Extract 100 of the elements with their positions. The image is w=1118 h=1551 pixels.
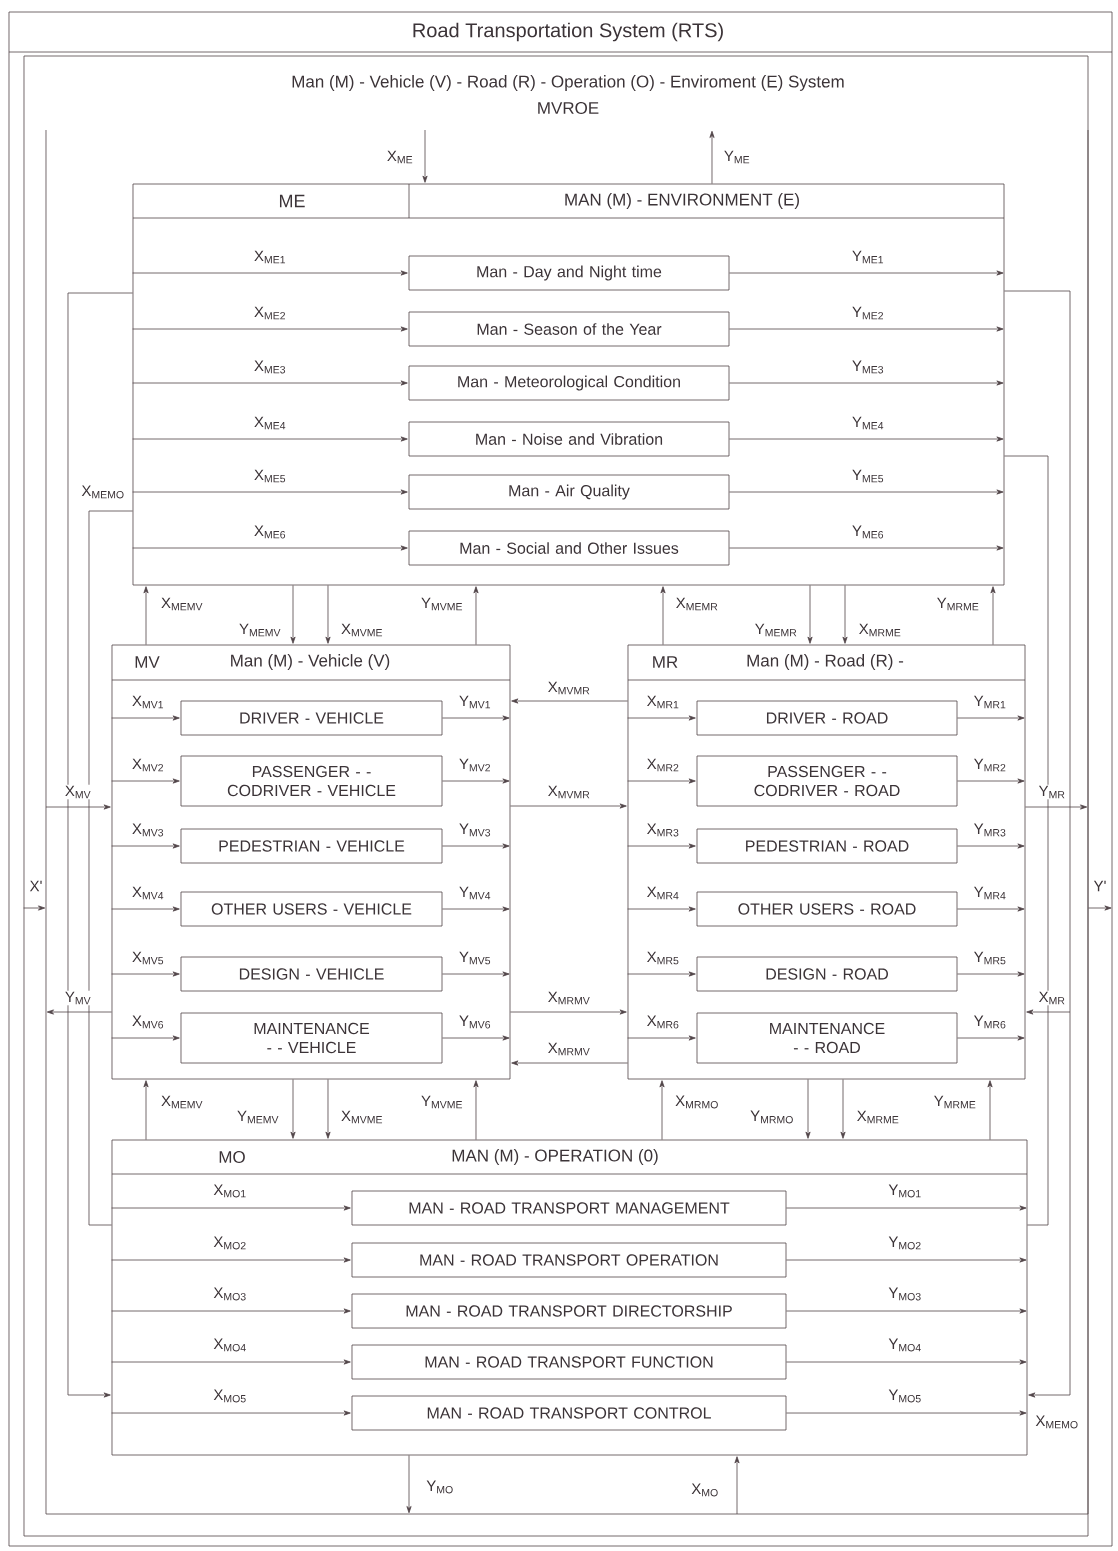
edge-label: X$_{ME6}$ — [252, 524, 288, 540]
edge-label: Y$_{MR6}$ — [972, 1014, 1008, 1030]
process-box: PASSENGER - - CODRIVER - ROAD — [696, 755, 958, 807]
edge-label: Y$_{MRME}$ — [935, 596, 981, 612]
edge-label: X$_{MVMR}$ — [546, 680, 592, 696]
edge-label: X$_{MV6}$ — [130, 1014, 166, 1030]
edge-label: X$_{MV3}$ — [130, 822, 166, 838]
arrow — [325, 1079, 331, 1139]
process-box: MAINTENANCE - - VEHICLE — [180, 1012, 443, 1064]
edge-label: X$_{MRMV}$ — [546, 990, 592, 1006]
edge-label: Y$_{MO3}$ — [887, 1286, 923, 1302]
edge-label: X' — [28, 879, 44, 893]
edge-label: Y$_{MRMO}$ — [749, 1109, 795, 1125]
arrow — [290, 1079, 296, 1139]
process-box: MAN - ROAD TRANSPORT FUNCTION — [351, 1344, 787, 1380]
edge-label: X$_{MR6}$ — [645, 1014, 681, 1030]
arrow — [111, 1308, 351, 1314]
edge-label: Y$_{ME}$ — [722, 149, 752, 165]
edge-label: Y$_{MV}$ — [63, 990, 93, 1006]
edge-label: X$_{MRMO}$ — [674, 1094, 720, 1110]
arrow — [729, 380, 1004, 386]
edge-label: Y$_{MEMV}$ — [236, 1109, 280, 1125]
edge-label: Y$_{MR1}$ — [972, 694, 1008, 710]
edge-label: Y$_{MVME}$ — [420, 596, 464, 612]
arrow — [627, 778, 696, 784]
arrow — [45, 804, 111, 810]
arrow — [1026, 1009, 1071, 1015]
edge-label: Y$_{ME2}$ — [850, 305, 886, 321]
edge-label: X$_{MO5}$ — [212, 1388, 248, 1404]
arrow — [627, 843, 696, 849]
arrow — [132, 380, 408, 386]
edge-label: X$_{MV2}$ — [130, 757, 166, 773]
edge-label: X$_{MR}$ — [1037, 990, 1067, 1006]
edge-label: X$_{MRME}$ — [857, 622, 903, 638]
edge-label: X$_{ME2}$ — [252, 305, 288, 321]
arrow — [46, 1009, 112, 1015]
arrow — [786, 1308, 1027, 1314]
edge-label: Y$_{MO2}$ — [887, 1235, 923, 1251]
edge-label: X$_{MO3}$ — [212, 1286, 248, 1302]
arrow — [957, 971, 1025, 977]
process-box: DESIGN - VEHICLE — [180, 956, 443, 992]
arrow — [143, 586, 149, 645]
arrow — [842, 585, 848, 644]
process-box: DRIVER - VEHICLE — [180, 700, 443, 736]
edge-label: Y$_{MO4}$ — [887, 1337, 923, 1353]
arrow — [406, 1455, 412, 1514]
edge-label: X$_{MV5}$ — [130, 950, 166, 966]
arrow — [111, 843, 180, 849]
arrow — [111, 971, 180, 977]
arrow — [729, 489, 1004, 495]
arrow — [729, 326, 1004, 332]
edge-label: X$_{MV}$ — [63, 784, 93, 800]
arrow — [23, 905, 46, 911]
edge-label: Y' — [1092, 879, 1108, 893]
arrow — [442, 971, 510, 977]
arrow — [729, 436, 1004, 442]
arrow — [786, 1205, 1027, 1211]
edge-label: Y$_{MV6}$ — [457, 1014, 493, 1030]
edge-label: Y$_{ME4}$ — [850, 415, 886, 431]
arrow — [511, 1060, 628, 1066]
arrow — [990, 586, 996, 645]
process-box: Man - Social and Other Issues — [408, 530, 730, 566]
arrow — [132, 270, 408, 276]
edge-label: Y$_{MV4}$ — [457, 885, 493, 901]
arrow — [325, 585, 331, 644]
edge-label: X$_{ME3}$ — [252, 359, 288, 375]
edge-label: Y$_{ME5}$ — [850, 468, 886, 484]
edge-label: X$_{MR3}$ — [645, 822, 681, 838]
edge-label: X$_{ME5}$ — [252, 468, 288, 484]
arrow — [143, 1080, 149, 1140]
arrow — [132, 489, 408, 495]
arrow — [957, 1035, 1025, 1041]
process-box: MAN - ROAD TRANSPORT DIRECTORSHIP — [351, 1293, 787, 1329]
process-box: Man - Day and Night time — [408, 255, 730, 291]
edge-label: Y$_{MO1}$ — [887, 1183, 923, 1199]
edge-label: X$_{MO1}$ — [212, 1183, 248, 1199]
edge-label: Y$_{MR4}$ — [972, 885, 1008, 901]
edge-label: X$_{MO2}$ — [212, 1235, 248, 1251]
arrow — [111, 715, 180, 721]
arrow — [132, 545, 408, 551]
arrow — [111, 906, 180, 912]
arrow — [442, 715, 510, 721]
edge-label: X$_{MR1}$ — [645, 694, 681, 710]
arrow — [510, 1009, 627, 1015]
arrow — [422, 129, 428, 183]
process-box: PASSENGER - - CODRIVER - VEHICLE — [180, 755, 443, 807]
arrow — [627, 906, 696, 912]
edge-label: Y$_{MR3}$ — [972, 822, 1008, 838]
edge-label: Y$_{ME3}$ — [850, 359, 886, 375]
edge-label: X$_{MR4}$ — [645, 885, 681, 901]
arrow — [1088, 905, 1112, 911]
arrow — [957, 843, 1025, 849]
process-box: Man - Noise and Vibration — [408, 421, 730, 457]
arrow — [290, 585, 296, 644]
edge-label: X$_{MR5}$ — [645, 950, 681, 966]
edge-label: X$_{ME1}$ — [252, 249, 288, 265]
arrow — [111, 1035, 180, 1041]
arrow — [111, 1359, 351, 1365]
edge-label: X$_{MEMO}$ — [1034, 1414, 1080, 1430]
process-box: PEDESTRIAN - VEHICLE — [180, 828, 443, 864]
